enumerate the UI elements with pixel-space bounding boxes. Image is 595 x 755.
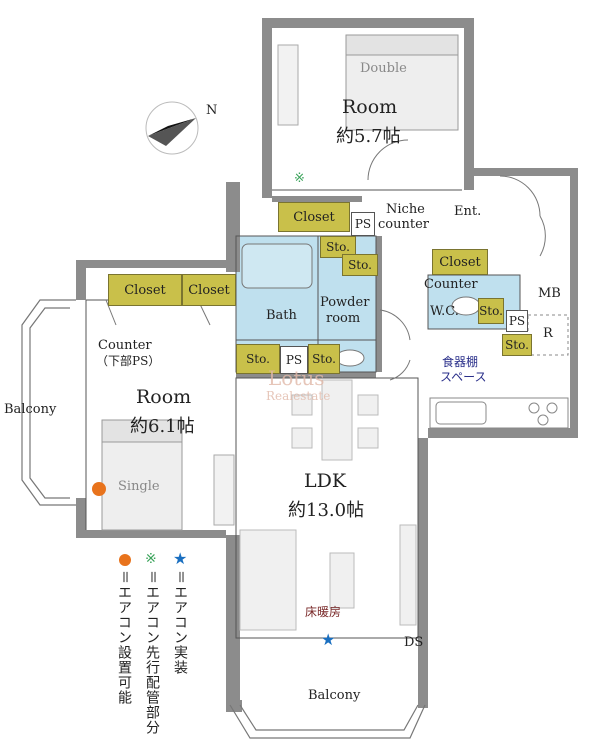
room-top-name: Room (342, 96, 398, 118)
closet-right: Closet (432, 249, 488, 275)
doors (105, 139, 546, 381)
ps-right: PS (506, 310, 528, 332)
watermark-sub: Realestate (266, 389, 331, 403)
balcony-bottom (229, 704, 426, 739)
mb-label: MB (538, 286, 561, 301)
double-bed-label: Double (360, 61, 407, 76)
legend-orange-text: ＝エアコン設置可能 (116, 570, 132, 705)
ps-top: PS (351, 212, 375, 236)
kitchen (429, 397, 569, 429)
sto-right: Sto. (502, 334, 532, 356)
room-left-name: Room (136, 386, 192, 408)
ac-installed-marker: ★ (321, 630, 336, 649)
double-bed (345, 34, 459, 131)
balcony-left (21, 299, 76, 506)
left-room-shelf (213, 454, 235, 526)
closet-top: Closet (278, 202, 350, 232)
shelf-label-1: 食器棚 (442, 355, 479, 369)
dining-set (291, 379, 379, 461)
counter-ps-sub: （下部PS） (96, 354, 161, 368)
sto-left-bottom: Sto. (236, 344, 280, 374)
room-top-size: 約5.7帖 (336, 126, 401, 147)
sofa (239, 529, 355, 631)
top-room-shelf (277, 44, 299, 126)
legend-green-symbol: ※ (145, 551, 157, 567)
r-label: R (543, 326, 553, 341)
balcony-left-label: Balcony (4, 402, 57, 417)
ds-label: DS (404, 635, 424, 650)
room-left-size: 約6.1帖 (130, 416, 195, 437)
sto-wc: Sto. (478, 298, 504, 324)
counter-wc-label: Counter (424, 277, 478, 292)
entrance-label: Ent. (454, 204, 482, 219)
single-bed (101, 419, 183, 531)
legend-orange-dot (119, 554, 131, 566)
counter-ps-label: Counter (98, 338, 152, 353)
watermark-logo: Lotus (268, 366, 325, 390)
shelf-label-2: スペース (440, 370, 487, 384)
powder-room-label: room (326, 311, 361, 326)
compass-icon (145, 101, 199, 155)
closet-left-1: Closet (108, 274, 182, 306)
niche-label: Niche (386, 202, 425, 217)
ldk-size: 約13.0帖 (288, 500, 365, 521)
tv-board (399, 524, 417, 626)
sto-bath-1: Sto. (320, 236, 356, 258)
powder-label: Powder (320, 295, 370, 310)
bath-label: Bath (266, 308, 297, 323)
ps-middle: PS (280, 346, 308, 374)
floor-heating-label: 床暖房 (305, 605, 342, 619)
closet-left-2: Closet (182, 274, 236, 306)
wc-label: W.C. (430, 304, 459, 319)
bathtub (241, 243, 313, 289)
balcony-bottom-label: Balcony (308, 688, 361, 703)
legend-blue-text: ＝エアコン実装 (172, 570, 188, 675)
powder-sink (335, 349, 365, 367)
legend-green-text: ＝エアコン先行配管部分 (144, 570, 160, 735)
legend-blue-symbol: ★ (173, 549, 188, 568)
ldk-name: LDK (304, 470, 347, 492)
ac-installable-marker (92, 482, 106, 496)
sto-powder: Sto. (308, 344, 340, 374)
single-bed-label: Single (118, 479, 160, 494)
niche-counter-label: counter (378, 217, 429, 232)
sto-bath-2: Sto. (342, 254, 378, 276)
compass-n-label: N (206, 103, 218, 118)
ac-pipe-marker: ※ (294, 171, 305, 186)
fridge-space (527, 314, 569, 356)
